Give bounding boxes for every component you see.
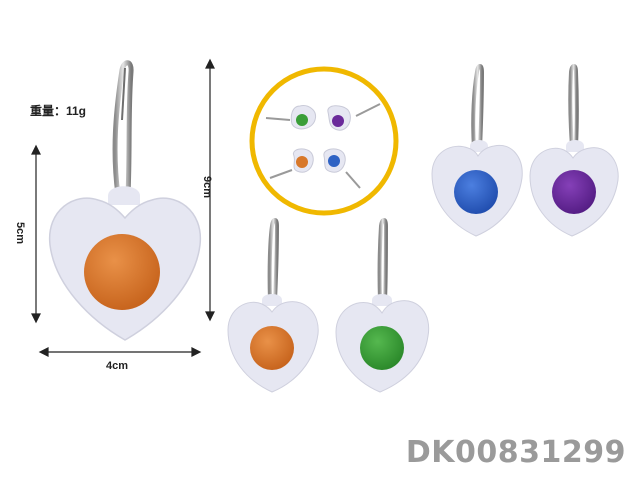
large-keychain-orange: [49, 60, 201, 341]
mini-keychain-orange: [269, 148, 314, 179]
width-dimension-label: 4cm: [106, 360, 129, 372]
keychain-green: [335, 218, 430, 393]
inset-circle: [249, 66, 399, 216]
keychain-orange-small: [227, 218, 319, 393]
dimension-arrows: [31, 58, 215, 357]
orange-bubble: [84, 234, 160, 310]
mini-keychain-blue: [323, 148, 361, 189]
weight-label: 重量：11g: [30, 104, 87, 118]
keychain-purple: [529, 64, 619, 237]
keychain-blue: [431, 64, 523, 237]
length-dimension-label: 9cm: [201, 176, 213, 199]
mini-keychain-purple: [327, 103, 381, 131]
mini-keychain-green: [265, 105, 317, 130]
height-dimension-label: 5cm: [14, 222, 26, 245]
product-code: DK00831299: [405, 435, 626, 470]
